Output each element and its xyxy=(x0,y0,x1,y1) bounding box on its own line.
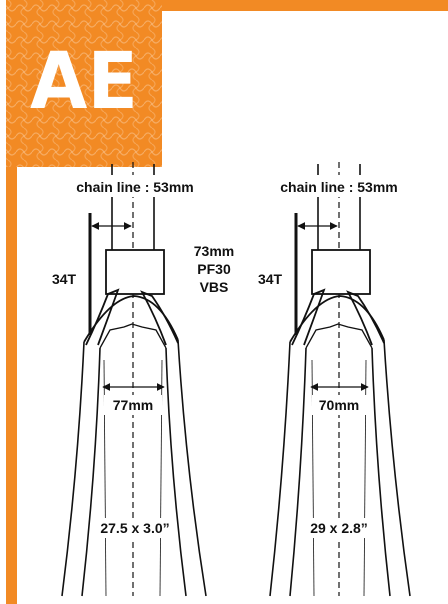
left-tire-label: 27.5 x 3.0” xyxy=(100,520,169,536)
left-chain-line-label: chain line : 53mm xyxy=(76,179,193,195)
right-chainline-label-bg xyxy=(276,175,402,197)
left-tire-label-bg xyxy=(96,518,174,538)
left-fork-diagram xyxy=(61,162,207,597)
right-leg-inner xyxy=(289,347,307,597)
right-width-label-bg xyxy=(312,395,368,415)
right-tire-label: 29 x 2.8” xyxy=(310,520,368,536)
ae-badge: AE xyxy=(6,0,162,167)
right-chain-line-label: chain line : 53mm xyxy=(280,179,397,195)
left-bb-label-line3: VBS xyxy=(200,279,229,295)
right-dropout xyxy=(346,290,385,346)
right-leg-outer xyxy=(383,339,411,597)
right-leg-inner xyxy=(371,347,391,597)
right-chainring-label: 34T xyxy=(258,271,283,287)
right-bb-shell xyxy=(311,249,371,295)
left-chainring-label: 34T xyxy=(52,271,77,287)
right-crown-inner xyxy=(305,323,373,349)
right-width-label: 70mm xyxy=(319,397,359,413)
left-dropout xyxy=(85,288,120,346)
frame-top-border xyxy=(6,0,448,11)
left-leg-inner xyxy=(165,347,187,597)
right-tire-label-bg xyxy=(306,518,374,538)
left-width-label: 77mm xyxy=(113,397,153,413)
left-leg-outer xyxy=(177,339,207,597)
left-bb-shell xyxy=(105,249,165,295)
left-bb-label-line1: 73mm xyxy=(194,243,234,259)
right-leg-outer xyxy=(269,341,291,597)
right-dropout xyxy=(291,288,326,346)
left-dropout xyxy=(140,290,179,346)
right-fork-diagram xyxy=(269,162,411,597)
badge-text: AE xyxy=(30,37,138,127)
left-leg-inner xyxy=(81,347,101,597)
left-chainline-label-bg xyxy=(72,175,198,197)
left-width-label-bg xyxy=(104,395,162,415)
left-leg-outer xyxy=(61,341,85,597)
left-crown-inner xyxy=(99,323,167,349)
frame-left-border xyxy=(6,0,17,604)
badge-pattern xyxy=(6,0,162,167)
left-bb-label-line2: PF30 xyxy=(197,261,231,277)
